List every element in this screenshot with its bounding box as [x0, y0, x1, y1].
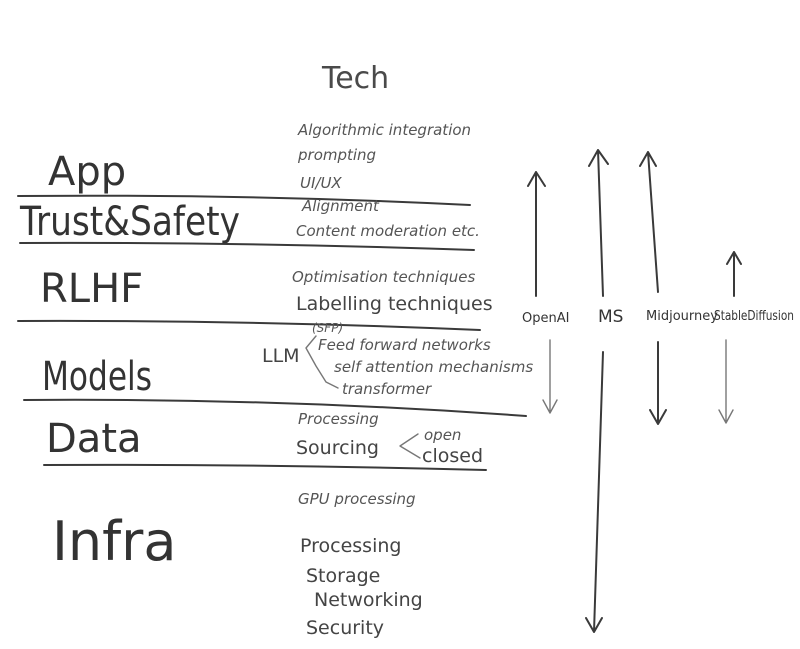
tech-data-item: Processing [298, 410, 379, 428]
tech-app-item: prompting [297, 146, 376, 164]
company-label-stablediffusion: StableDiffusion [714, 309, 794, 324]
tech-models-prefix: LLM [262, 345, 300, 367]
layer-label-data: Data [46, 416, 142, 462]
tech-infra-item: Networking [314, 589, 423, 611]
tech-infra-item: Storage [306, 565, 380, 587]
tech-trust-item: Content moderation etc. [296, 222, 480, 240]
down-arrow-icon [718, 339, 734, 424]
down-arrow-icon [542, 339, 558, 414]
separator-line [43, 463, 487, 471]
down-arrow-icon [649, 341, 667, 425]
up-arrow-icon [527, 171, 546, 297]
layer-label-trust-safety: Trust&Safety [19, 199, 240, 245]
company-label-ms: MS [598, 307, 623, 327]
layer-label-infra: Infra [52, 510, 176, 573]
layer-label-models: Models [42, 354, 152, 400]
separator-line [17, 194, 471, 206]
tech-app-item: UI/UX [300, 174, 342, 192]
up-arrow-icon [726, 251, 742, 297]
heading: Tech [321, 61, 389, 96]
company-label-midjourney: Midjourney [646, 309, 718, 324]
company-label-openai: OpenAI [522, 311, 569, 326]
tech-data-branch: open [424, 426, 461, 444]
up-arrow-icon [639, 151, 659, 293]
down-arrow-icon [585, 351, 604, 633]
separator-line [23, 398, 527, 417]
tech-models-item: Feed forward networks [318, 336, 491, 354]
data-branch-bracket [399, 433, 421, 459]
up-arrow-icon [588, 149, 609, 297]
tech-models-item: (SFP) [312, 321, 343, 335]
tech-models-item: self attention mechanisms [334, 358, 533, 376]
separator-line [19, 241, 475, 251]
tech-models-item: transformer [342, 380, 432, 398]
tech-rlhf-item: Labelling techniques [296, 293, 493, 315]
tech-infra-item: Processing [300, 535, 401, 557]
tech-infra-item: Security [306, 617, 384, 639]
models-bracket [305, 335, 339, 389]
layer-label-rlhf: RLHF [40, 266, 143, 312]
tech-app-item: Algorithmic integration [297, 121, 471, 139]
separator-line [17, 319, 481, 331]
tech-data-branch: closed [422, 445, 483, 467]
tech-trust-item: Alignment [301, 197, 380, 215]
tech-data-item: Sourcing [296, 437, 379, 459]
tech-rlhf-item: Optimisation techniques [292, 268, 475, 286]
layer-label-app: App [48, 149, 126, 195]
tech-infra-item: GPU processing [298, 490, 416, 508]
